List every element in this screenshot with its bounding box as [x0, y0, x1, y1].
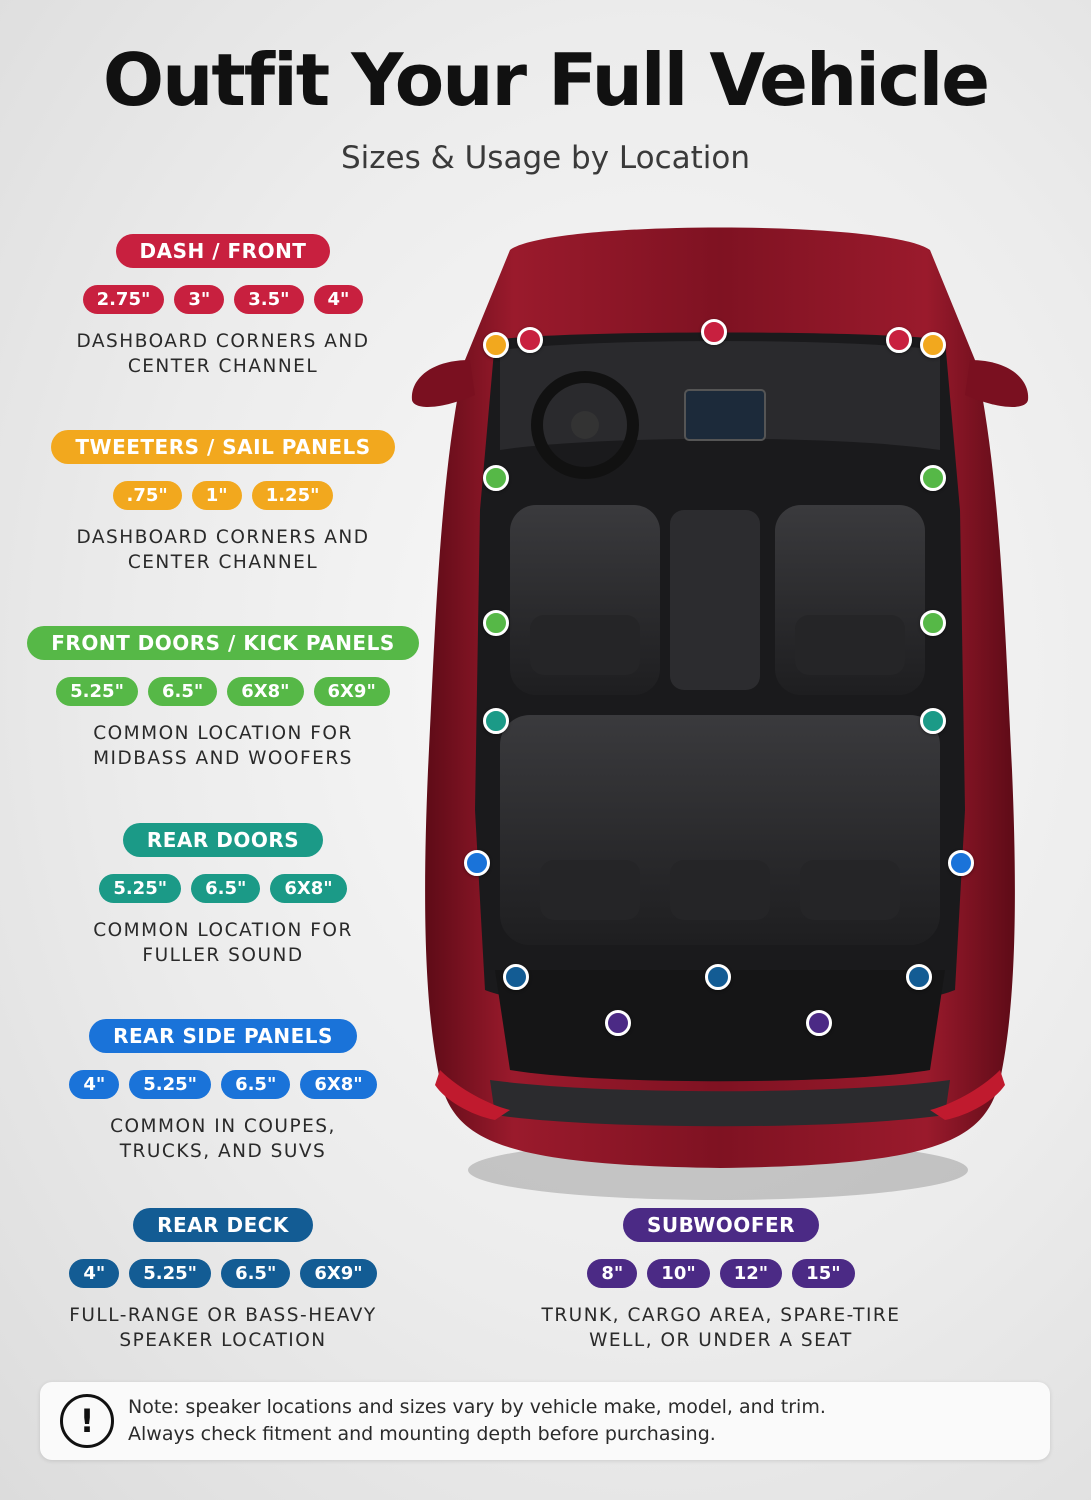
size-pills: 4" 5.25" 6.5" 6X9"	[69, 1259, 377, 1288]
size-pill: 6.5"	[221, 1259, 291, 1288]
dash-speaker-dot	[517, 327, 543, 353]
front-door-dot	[483, 465, 509, 491]
size-pill: 5.25"	[56, 677, 138, 706]
subwoofer-dot	[605, 1010, 631, 1036]
rear-deck-dot	[705, 964, 731, 990]
size-pill: 2.75"	[82, 285, 165, 314]
tweeter-dot	[483, 332, 509, 358]
description-line: CENTER CHANNEL	[127, 552, 319, 573]
note-text: Note: speaker locations and sizes vary b…	[128, 1394, 826, 1448]
rear-door-dot	[920, 708, 946, 734]
size-pill: 6X8"	[300, 1070, 377, 1099]
description-line: FULL-RANGE OR BASS-HEAVY	[69, 1305, 377, 1326]
group-rear-side-panels: REAR SIDE PANELS 4" 5.25" 6.5" 6X8" COMM…	[48, 1019, 398, 1164]
size-pill: 1"	[191, 481, 242, 510]
tweeter-dot	[920, 332, 946, 358]
group-description: DASHBOARD CORNERS AND CENTER CHANNEL	[76, 329, 369, 379]
group-header: REAR SIDE PANELS	[89, 1019, 357, 1053]
group-description: DASHBOARD CORNERS AND CENTER CHANNEL	[76, 525, 369, 575]
size-pill: 6X9"	[300, 1259, 377, 1288]
size-pill: 8"	[587, 1259, 638, 1288]
description-line: FULLER SOUND	[142, 945, 304, 966]
description-line: TRUCKS, AND SUVS	[119, 1141, 327, 1162]
size-pills: 4" 5.25" 6.5" 6X8"	[69, 1070, 377, 1099]
group-header: TWEETERS / SAIL PANELS	[51, 430, 395, 464]
size-pills: 5.25" 6.5" 6X8" 6X9"	[56, 677, 390, 706]
description-line: WELL, OR UNDER A SEAT	[589, 1330, 853, 1351]
rear-side-panel-dot	[464, 850, 490, 876]
description-line: COMMON IN COUPES,	[110, 1116, 336, 1137]
size-pill: 6.5"	[147, 677, 218, 706]
subwoofer-dot	[806, 1010, 832, 1036]
description-line: MIDBASS AND WOOFERS	[93, 748, 353, 769]
disclaimer-note: ! Note: speaker locations and sizes vary…	[40, 1382, 1050, 1460]
description-line: DASHBOARD CORNERS AND	[76, 331, 370, 352]
group-header: REAR DECK	[133, 1208, 313, 1242]
size-pill: 6X9"	[313, 677, 390, 706]
size-pill: 1.25"	[251, 481, 334, 510]
size-pills: 5.25" 6.5" 6X8"	[99, 874, 347, 903]
group-front-doors-kick-panels: FRONT DOORS / KICK PANELS 5.25" 6.5" 6X8…	[27, 626, 419, 771]
group-rear-deck: REAR DECK 4" 5.25" 6.5" 6X9" FULL-RANGE …	[48, 1208, 398, 1353]
group-description: COMMON LOCATION FOR FULLER SOUND	[93, 918, 353, 968]
size-pill: 5.25"	[129, 1070, 212, 1099]
rear-deck-dot	[906, 964, 932, 990]
group-header: DASH / FRONT	[115, 234, 331, 268]
size-pill: 6X8"	[227, 677, 304, 706]
description-line: CENTER CHANNEL	[127, 356, 319, 377]
description-line: COMMON LOCATION FOR	[93, 920, 353, 941]
note-line: Note: speaker locations and sizes vary b…	[128, 1396, 826, 1418]
size-pill: 12"	[719, 1259, 783, 1288]
dash-speaker-dot	[886, 327, 912, 353]
size-pill: 4"	[69, 1259, 120, 1288]
size-pill: 6.5"	[191, 874, 261, 903]
size-pill: 6X8"	[270, 874, 347, 903]
size-pill: 5.25"	[129, 1259, 212, 1288]
size-pill: 15"	[792, 1259, 855, 1288]
group-rear-doors: REAR DOORS 5.25" 6.5" 6X8" COMMON LOCATI…	[48, 823, 398, 968]
exclamation-icon: !	[60, 1394, 114, 1448]
kick-panel-dot	[920, 610, 946, 636]
group-tweeters-sail-panels: TWEETERS / SAIL PANELS .75" 1" 1.25" DAS…	[48, 430, 398, 575]
car-illustration	[400, 210, 1040, 1210]
size-pill: 6.5"	[221, 1070, 291, 1099]
description-line: SPEAKER LOCATION	[119, 1330, 327, 1351]
car-top-view-image	[411, 227, 1029, 1200]
size-pill: 3"	[174, 285, 225, 314]
group-subwoofer: SUBWOOFER 8" 10" 12" 15" TRUNK, CARGO AR…	[521, 1208, 921, 1353]
kick-panel-dot	[483, 610, 509, 636]
rear-side-panel-dot	[948, 850, 974, 876]
rear-deck-dot	[503, 964, 529, 990]
size-pills: 2.75" 3" 3.5" 4"	[82, 285, 364, 314]
page-subtitle: Sizes & Usage by Location	[340, 140, 751, 176]
front-door-dot	[920, 465, 946, 491]
size-pill: .75"	[112, 481, 182, 510]
group-description: TRUNK, CARGO AREA, SPARE-TIRE WELL, OR U…	[542, 1303, 901, 1353]
size-pill: 5.25"	[99, 874, 182, 903]
group-description: COMMON IN COUPES, TRUCKS, AND SUVS	[110, 1114, 336, 1164]
page-title: Outfit Your Full Vehicle	[102, 38, 990, 122]
group-description: COMMON LOCATION FOR MIDBASS AND WOOFERS	[93, 721, 353, 771]
description-line: TRUNK, CARGO AREA, SPARE-TIRE	[541, 1305, 901, 1326]
group-header: FRONT DOORS / KICK PANELS	[27, 626, 419, 660]
rear-door-dot	[483, 708, 509, 734]
size-pill: 10"	[647, 1259, 710, 1288]
size-pills: .75" 1" 1.25"	[112, 481, 334, 510]
dash-center-speaker-dot	[701, 319, 727, 345]
size-pill: 4"	[69, 1070, 120, 1099]
description-line: COMMON LOCATION FOR	[93, 723, 353, 744]
group-header: REAR DOORS	[122, 823, 324, 857]
note-line: Always check fitment and mounting depth …	[128, 1423, 716, 1445]
group-description: FULL-RANGE OR BASS-HEAVY SPEAKER LOCATIO…	[69, 1303, 376, 1353]
description-line: DASHBOARD CORNERS AND	[76, 527, 370, 548]
size-pill: 3.5"	[234, 285, 304, 314]
size-pills: 8" 10" 12" 15"	[587, 1259, 855, 1288]
size-pill: 4"	[313, 285, 364, 314]
group-dash-front: DASH / FRONT 2.75" 3" 3.5" 4" DASHBOARD …	[48, 234, 398, 379]
group-header: SUBWOOFER	[622, 1208, 820, 1242]
